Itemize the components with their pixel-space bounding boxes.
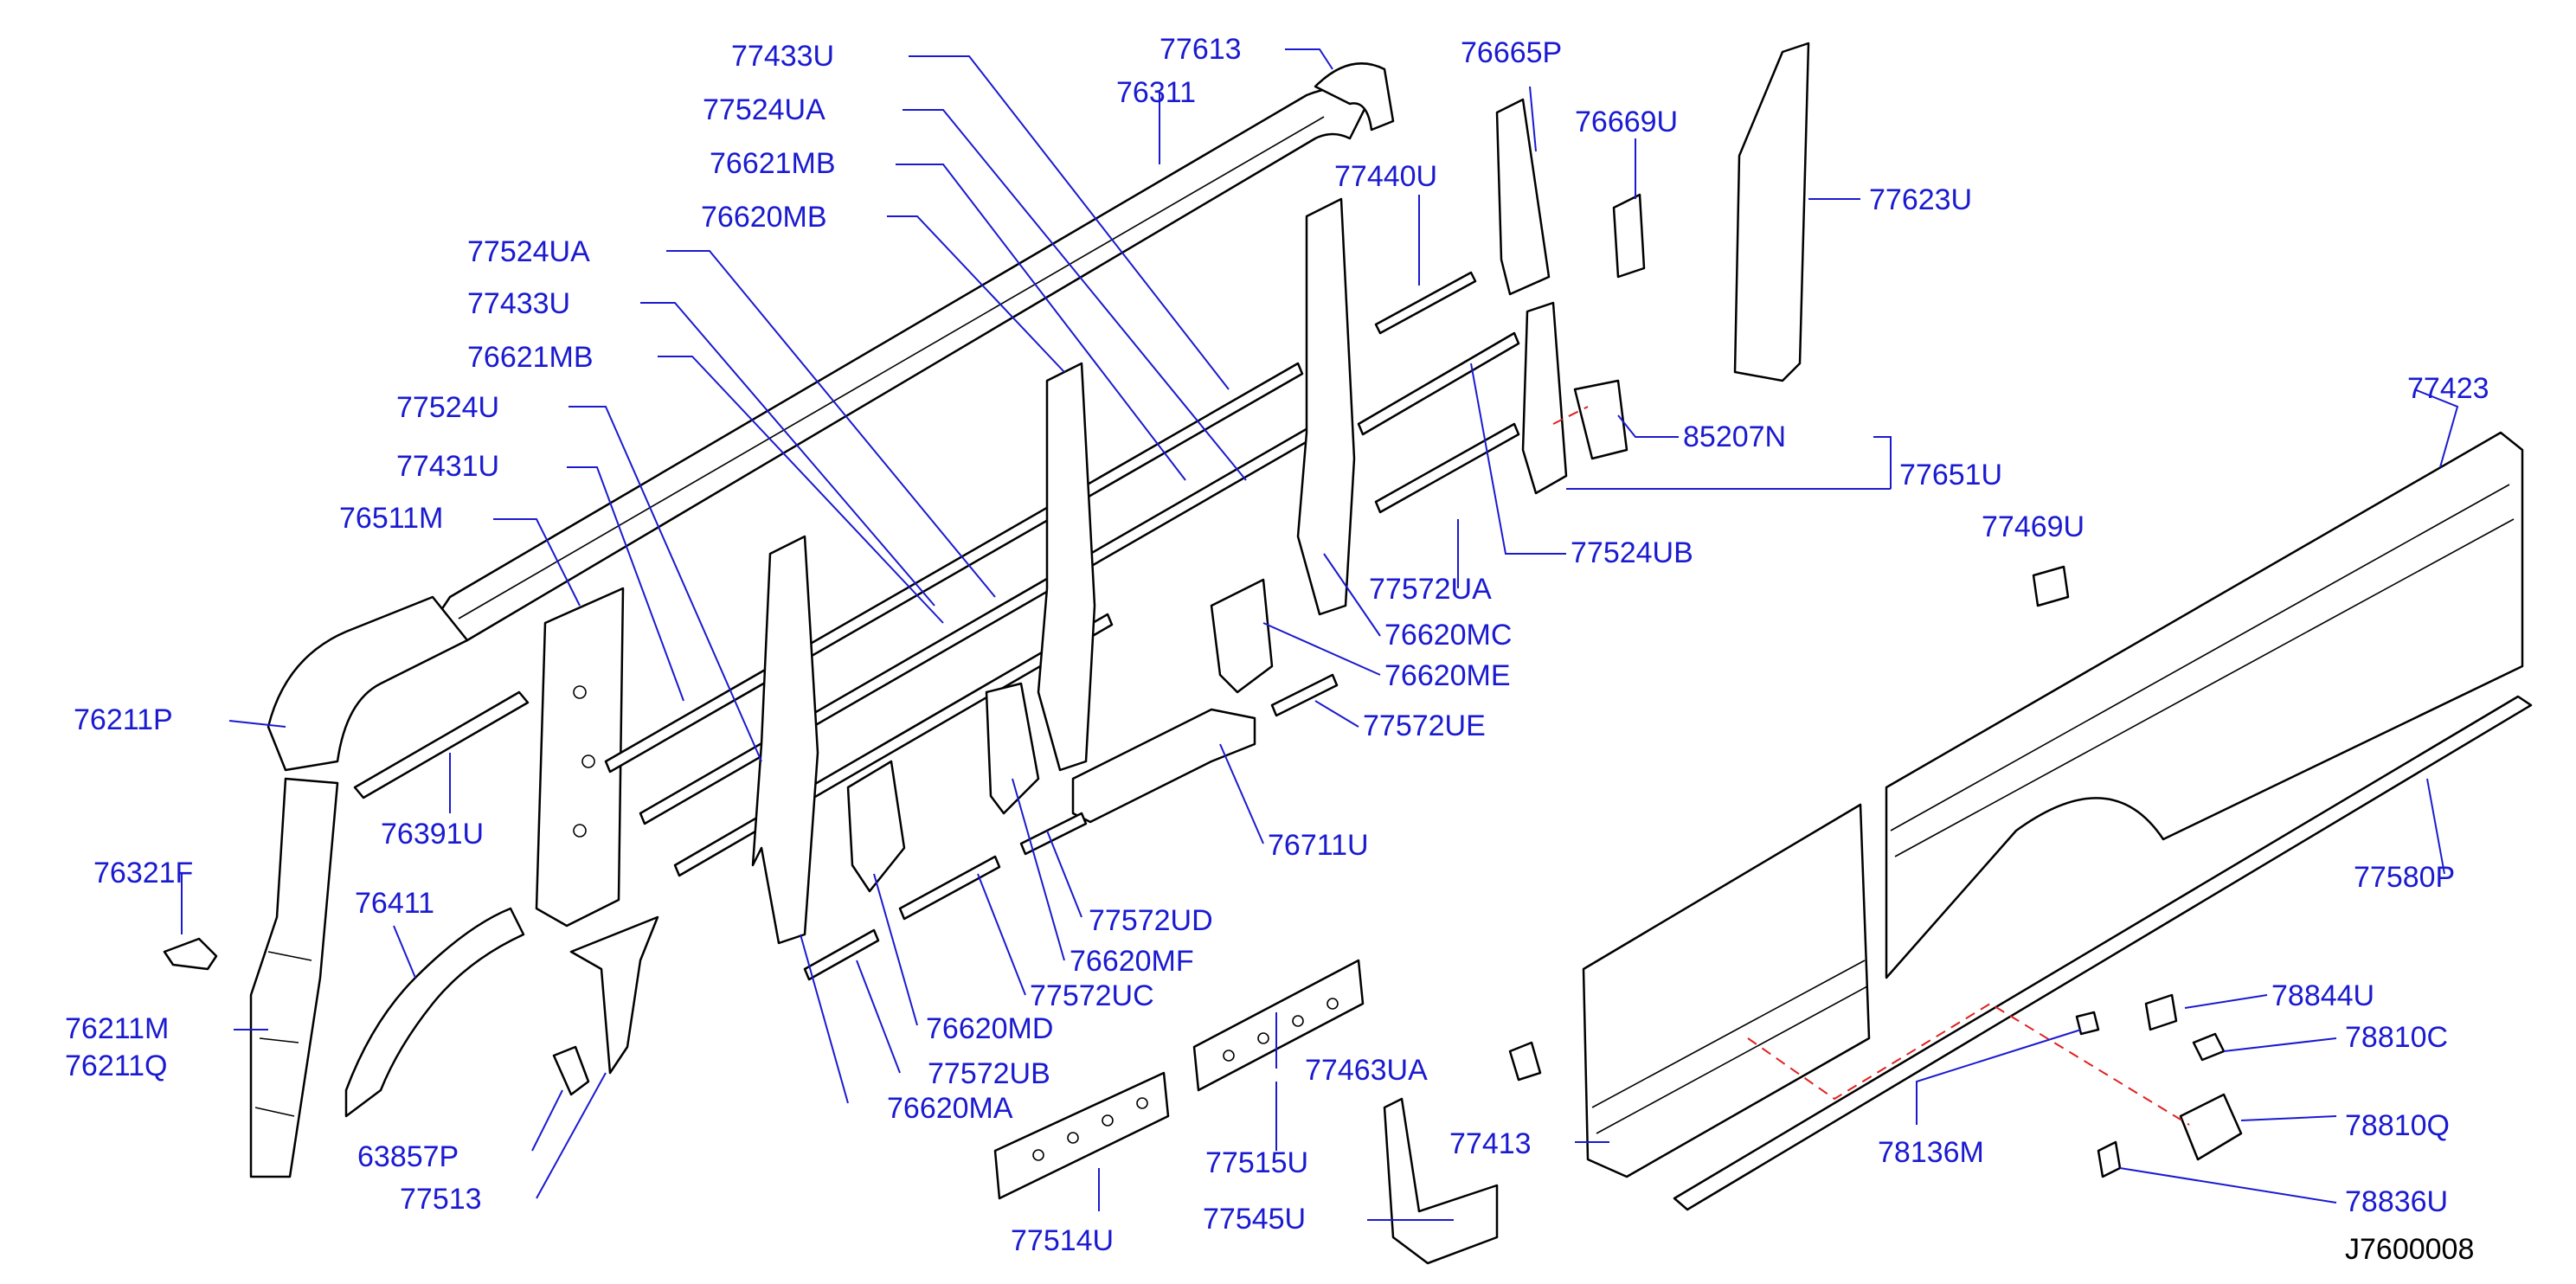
part-76620MA-pillar [751, 535, 819, 945]
diagram-code: J7600008 [2345, 1233, 2474, 1266]
label-76311[interactable]: 76311 [1116, 76, 1196, 109]
part-78836U [2097, 1140, 2122, 1178]
part-76511M-frame [535, 587, 625, 928]
part-78810Q [2179, 1093, 2243, 1161]
label-77572UA[interactable]: 77572UA [1369, 573, 1492, 606]
label-76511M[interactable]: 76511M [339, 502, 443, 535]
part-77515U-panel [1192, 959, 1365, 1092]
parts-art [163, 42, 2533, 1265]
label-77413[interactable]: 77413 [1449, 1127, 1532, 1160]
label-78810C[interactable]: 78810C [2345, 1021, 2448, 1054]
part-77524UB-rail [1357, 331, 1520, 436]
label-77524UB[interactable]: 77524UB [1571, 536, 1693, 569]
label-77623U[interactable]: 77623U [1869, 183, 1972, 216]
part-78136M [2075, 1011, 2100, 1036]
part-76620MD [846, 760, 906, 893]
part-77651U [1521, 301, 1568, 495]
label-77580P[interactable]: 77580P [2354, 861, 2455, 894]
label-76211Q[interactable]: 76211Q [65, 1050, 167, 1082]
label-77524UA-top[interactable]: 77524UA [703, 93, 825, 126]
label-77440U[interactable]: 77440U [1334, 160, 1437, 193]
part-76620MC-pillar [1296, 197, 1356, 616]
part-77513-bracket [569, 915, 659, 1075]
part-77440U-strip [1374, 271, 1477, 335]
label-76321F[interactable]: 76321F [93, 857, 193, 889]
label-77433U-left[interactable]: 77433U [467, 287, 570, 320]
part-76669U [1612, 193, 1646, 279]
label-77433U-top[interactable]: 77433U [731, 40, 834, 73]
part-85207N [1573, 379, 1628, 460]
part-labels: 77433U 77613 76665P 77524UA 76311 76669U… [65, 33, 2489, 1266]
label-77572UB[interactable]: 77572UB [928, 1057, 1050, 1090]
label-77513[interactable]: 77513 [400, 1183, 482, 1216]
part-76620MF [985, 682, 1040, 815]
label-76669U[interactable]: 76669U [1575, 106, 1678, 138]
part-77572UA-rail [1374, 422, 1520, 514]
label-76411[interactable]: 76411 [355, 887, 434, 920]
label-76211M[interactable]: 76211M [65, 1012, 169, 1045]
label-76621MB-top[interactable]: 76621MB [710, 147, 836, 180]
label-78844U[interactable]: 78844U [2271, 979, 2374, 1012]
part-76321F-clip [163, 937, 218, 971]
part-77572UC [898, 855, 1001, 921]
label-77514U[interactable]: 77514U [1011, 1224, 1114, 1257]
label-78836U[interactable]: 78836U [2345, 1185, 2448, 1218]
label-76620MF[interactable]: 76620MF [1070, 945, 1194, 978]
part-77580P-moulding [1673, 695, 2533, 1211]
part-77613-cap [1314, 62, 1395, 132]
label-78136M[interactable]: 78136M [1878, 1136, 1984, 1169]
label-76620MD[interactable]: 76620MD [926, 1012, 1053, 1045]
label-76711U[interactable]: 76711U [1268, 829, 1369, 862]
label-76620MA[interactable]: 76620MA [887, 1092, 1013, 1125]
part-76665P [1495, 98, 1551, 296]
label-85207N[interactable]: 85207N [1683, 421, 1786, 453]
part-78844U [2144, 993, 2178, 1031]
part-77623U [1733, 42, 1810, 382]
part-77514U-panel [993, 1071, 1170, 1200]
part-77572UE [1270, 673, 1339, 717]
label-76620ME[interactable]: 76620ME [1384, 659, 1511, 692]
part-77572UD [1019, 812, 1088, 856]
label-76620MB[interactable]: 76620MB [701, 201, 827, 234]
label-63857P[interactable]: 63857P [357, 1140, 459, 1173]
label-76620MC[interactable]: 76620MC [1384, 619, 1512, 652]
label-77515U[interactable]: 77515U [1205, 1146, 1308, 1179]
part-76391U-strip [353, 690, 530, 799]
label-77463UA[interactable]: 77463UA [1305, 1054, 1428, 1087]
part-77545U [1383, 1097, 1499, 1265]
label-77572UE[interactable]: 77572UE [1363, 709, 1486, 742]
part-78810C [2192, 1032, 2226, 1062]
label-77572UD[interactable]: 77572UD [1089, 904, 1213, 937]
label-76211P[interactable]: 76211P [74, 703, 173, 736]
part-77469U [2032, 565, 2070, 607]
part-76620ME [1210, 578, 1274, 694]
label-77572UC[interactable]: 77572UC [1030, 979, 1154, 1012]
label-77469U[interactable]: 77469U [1982, 510, 2085, 543]
label-77423[interactable]: 77423 [2407, 372, 2489, 405]
label-77524UA-left[interactable]: 77524UA [467, 235, 590, 268]
part-77413-panel [1582, 803, 1871, 1178]
part-76411-arch [344, 907, 525, 1118]
label-76391U[interactable]: 76391U [381, 818, 484, 851]
label-77613[interactable]: 77613 [1160, 33, 1242, 66]
part-77572UB [803, 928, 880, 981]
part-77423-panel [1885, 431, 2524, 979]
label-78810Q[interactable]: 78810Q [2345, 1109, 2450, 1142]
label-76621MB-left[interactable]: 76621MB [467, 341, 594, 374]
part-63857P-clip [552, 1045, 590, 1096]
label-77431U[interactable]: 77431U [396, 450, 499, 483]
label-77545U[interactable]: 77545U [1203, 1203, 1306, 1236]
leader-lines [181, 48, 2459, 1221]
part-clip-77413 [1508, 1041, 1542, 1082]
label-77651U[interactable]: 77651U [1899, 459, 2002, 491]
label-77524U[interactable]: 77524U [396, 391, 499, 424]
part-76711U [1071, 708, 1256, 824]
label-76665P[interactable]: 76665P [1461, 36, 1562, 69]
part-76620MB-pillar [1037, 362, 1096, 772]
part-76211M-pillar-lower [249, 777, 339, 1178]
part-76211P-pillar-upper [267, 595, 469, 772]
